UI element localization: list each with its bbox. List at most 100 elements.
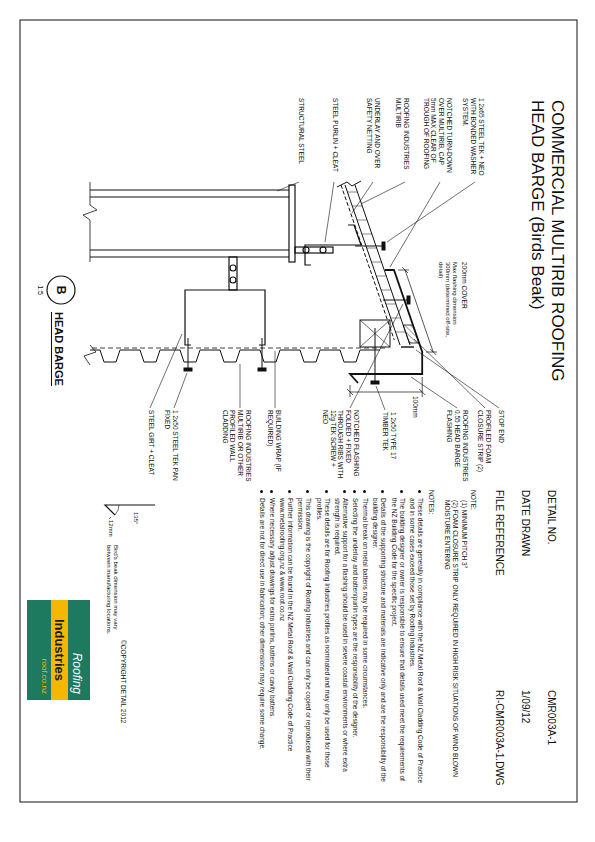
logo-word: Industries: [51, 600, 68, 700]
bolt: [320, 247, 326, 253]
note-text: Selecting the underlay and batten/purlin…: [351, 498, 359, 738]
bullet-dot: [307, 490, 310, 493]
callout-label: ROOFING INDUSTRIES MULTIRIB: [394, 98, 410, 180]
drawing-stroke: [407, 296, 410, 304]
note-item: Selecting the underlay and batten/purlin…: [351, 490, 359, 790]
dimension-text: 100mm: [411, 396, 419, 426]
title-block-value: CMR003A-1: [545, 690, 557, 790]
callout-label: 1 2x65 STEEL TEK + NEO WITH BONDED WASHE…: [462, 98, 485, 180]
note-item: Further information can be found in the …: [278, 490, 294, 790]
rib-tick: [362, 234, 372, 235]
logo-url: roof.co.nz: [40, 600, 49, 700]
fasteners: [184, 242, 410, 384]
dimension-lines: [347, 267, 437, 397]
callout-label: STOP END: [497, 410, 505, 482]
callout-label: ROOFING INDUSTRIES 0.55 HEAD BARGE FLASH…: [446, 410, 469, 482]
callout-label: STRUCTURAL STEEL: [297, 98, 305, 180]
note-line: (2) FOAM CLOSURE STRIP ONLY REQUIRED IN …: [443, 500, 459, 790]
drawing-stroke: [258, 368, 266, 371]
building-wrap: [90, 348, 385, 349]
sketch-note: Bird's beak dimension may vary between m…: [105, 545, 119, 635]
leader-lines: [150, 182, 499, 410]
title-block-value: RI-CMR003A-1.DWG: [493, 690, 505, 800]
note-item: Details of the supporting structure and …: [371, 490, 387, 790]
notes-list: These details are generally in complianc…: [256, 490, 424, 790]
callout-label: ROOFING INDUSTRIES MULTIRIB OR OTHER PRO…: [221, 410, 252, 482]
cladding-profile: [90, 350, 380, 362]
drawing-stroke: [350, 304, 403, 408]
drawing-stroke: [355, 246, 382, 247]
drawing-stroke: [371, 381, 379, 384]
stop-end: [401, 346, 414, 347]
note-item: This drawing is the copyright of Roofing…: [296, 490, 312, 790]
drawing-stroke: [325, 182, 334, 242]
callout-label: STEEL PURLIN + CLEAT: [331, 98, 339, 180]
column-lines: [90, 190, 289, 257]
bullet-dot: [260, 490, 263, 493]
drawing-stroke: [376, 386, 385, 410]
logo-panel: RoofingIndustriesroof.co.nz: [27, 600, 90, 700]
drawing-stroke: [275, 351, 276, 408]
drawing-stroke: [383, 300, 407, 301]
note-text: Where necessary adjust drawings for extr…: [268, 498, 276, 718]
rib-tick: [357, 220, 367, 221]
note-item: The building designer or owner is respon…: [390, 490, 406, 790]
section-letter: B: [46, 275, 76, 305]
rib-tick: [386, 304, 396, 305]
section-marker: B1:5: [30, 275, 76, 305]
note-text: The building designer or owner is respon…: [390, 498, 406, 790]
rib-tick: [396, 332, 406, 333]
logo-word: Roofing: [70, 600, 84, 700]
bullet-dot: [325, 490, 328, 493]
callout-label: STEEL GIRT + CLEAT: [147, 410, 155, 482]
girt-cleat: [229, 257, 237, 290]
birds-beak-sketch: [105, 505, 155, 519]
wall-cladding: [84, 345, 380, 365]
sheet-border: [20, 20, 577, 802]
drawing-stroke: [398, 267, 437, 355]
break-line: [337, 181, 361, 187]
section-title: HEAD BARGE: [51, 312, 65, 386]
break-line: [84, 345, 96, 365]
cap-plate: [289, 185, 295, 262]
drawing-stroke: [240, 364, 241, 408]
note-line: (1) MINIMUM PITCH 3°: [460, 500, 468, 790]
drawing-stroke: [347, 377, 425, 397]
drawing-stroke: [262, 338, 263, 368]
section-circle-outline: [47, 276, 75, 304]
dimension-text: 12mm: [107, 520, 114, 545]
callout-label: NOTCHED FLASHING FOLDED + FIXED THROUGH …: [321, 410, 360, 482]
rib-tick: [367, 248, 377, 249]
callout-label: 1 2x50 STEEL TEK PAN FIXED: [163, 410, 179, 482]
copyright-text: ©COPYRIGHT DETAIL 2012: [119, 640, 127, 770]
note-text: These details are for Roofing Industries…: [315, 498, 331, 790]
drawing-stroke: [174, 373, 187, 408]
note-text: This drawing is the copyright of Roofing…: [296, 498, 312, 790]
c-girt: [185, 290, 265, 345]
title-block-key: FILE REFERENCE: [493, 490, 505, 610]
drawing-stroke: [375, 328, 376, 381]
rib-tick: [347, 192, 357, 193]
drawing-stroke: [361, 182, 405, 204]
callout-label: NOTCHED TURN-DOWN OVER MULTIRIB, CAP 5mm…: [422, 98, 453, 180]
bolt: [303, 247, 309, 253]
scale-text: 1:5: [36, 275, 44, 305]
drawing-stroke: [109, 517, 111, 519]
note-text: Alternative support for a flashing shoul…: [333, 498, 349, 790]
dimension-text: Max flashing dimension 300mm (determined…: [436, 262, 458, 342]
callout-label: 1 2x50 TYPE 17 TIMBER TEK: [381, 412, 397, 482]
bullet-dot: [363, 490, 366, 493]
underlay-line: [341, 185, 394, 340]
note-item: These details are for Roofing Industries…: [315, 490, 331, 790]
drawing-stroke: [277, 182, 299, 191]
bullet-dot: [418, 490, 421, 493]
callout-label: PROFILED FOAM CLOSURE STRIP (2): [476, 410, 492, 482]
note-heading: NOTE:: [469, 490, 477, 550]
z-purlin: [305, 225, 361, 265]
bullet-dot: [343, 490, 346, 493]
angle-text: 135°: [132, 512, 139, 542]
callout-label: UNDERLAY AND OVER SAFETY NETTING: [365, 98, 381, 180]
structural-steel: [83, 182, 295, 262]
drawing-stroke: [382, 242, 385, 250]
